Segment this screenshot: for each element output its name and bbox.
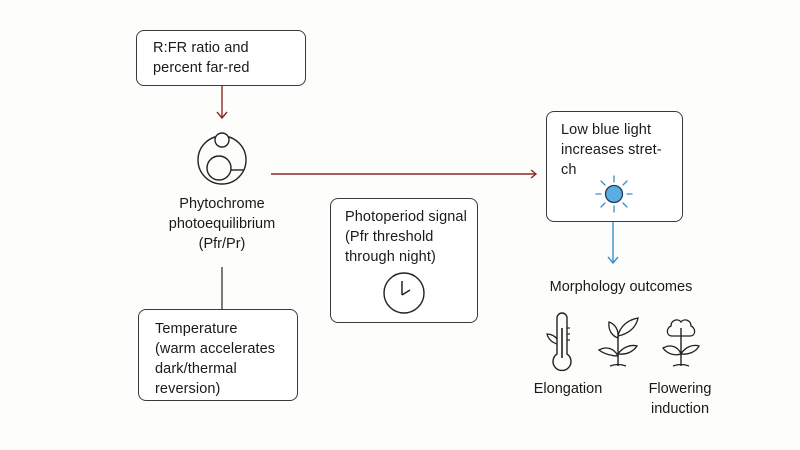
low-blue-light-node: Low blue light increases stret- ch (546, 111, 683, 222)
rfr-ratio-text: R:FR ratio and percent far-red (153, 40, 250, 76)
temperature-text: Temperature (warm accelerates dark/therm… (155, 321, 276, 397)
sun-icon (595, 175, 633, 213)
clock-icon (383, 272, 425, 314)
temperature-node: Temperature (warm accelerates dark/therm… (138, 309, 298, 401)
edge-low-blue-to-morphology (607, 222, 619, 265)
morphology-outcomes-title: Morphology outcomes (549, 279, 693, 295)
phytochrome-label: Phytochrome photoequilibrium (Pfr/Pr) (168, 196, 276, 252)
edge-rfr-to-phytochrome (216, 86, 228, 120)
phytochrome-molecule-icon (197, 132, 247, 185)
outcome-label-elongation: Elongation (533, 381, 603, 397)
photoperiod-node: Photoperiod signal (Pfr threshold throug… (330, 198, 478, 323)
edge-phytochrome-to-low-blue (271, 169, 538, 179)
outcome-label-flowering: Flowering induction (648, 381, 712, 417)
flowering-plant-icon (662, 319, 700, 367)
thermometer-icon (546, 312, 572, 372)
photoperiod-text: Photoperiod signal (Pfr threshold throug… (345, 209, 467, 265)
low-blue-light-text: Low blue light increases stret- ch (561, 122, 662, 178)
rfr-ratio-node: R:FR ratio and percent far-red (136, 30, 306, 86)
seedling-icon (597, 317, 639, 367)
